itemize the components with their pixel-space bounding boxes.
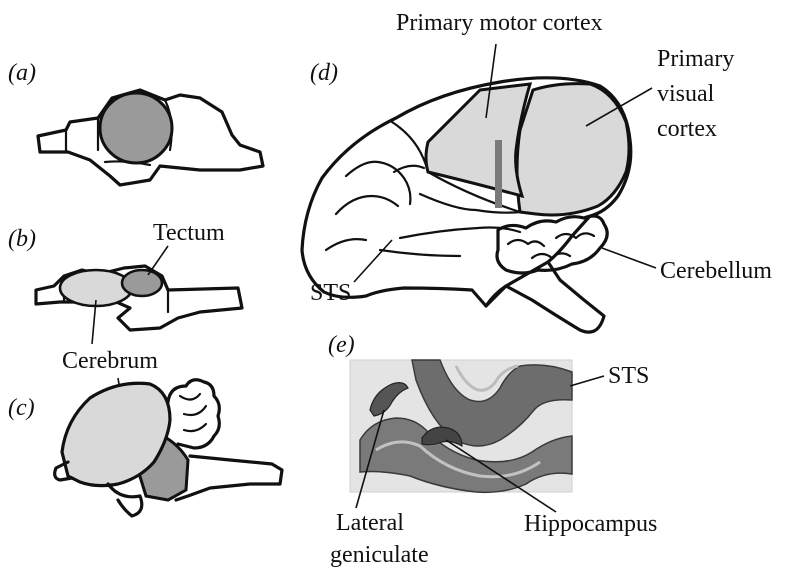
panel-d-label: (d) bbox=[310, 60, 338, 86]
panel-c-folia-1 bbox=[180, 394, 200, 400]
panel-b-tectum bbox=[122, 270, 162, 296]
motor-cortex-marker-bar bbox=[495, 140, 502, 208]
sts-label-d: STS bbox=[310, 280, 351, 306]
panel-c-brainstem bbox=[176, 456, 282, 500]
panel-c-folia-3 bbox=[184, 424, 206, 431]
panel-c-label: (c) bbox=[8, 395, 35, 421]
sts-label-e: STS bbox=[608, 363, 649, 389]
primary-visual-cortex-region bbox=[517, 84, 629, 215]
sts-d-leader bbox=[354, 240, 392, 282]
hippocampus-label: Hippocampus bbox=[524, 511, 657, 537]
panel-c-brain: (c) bbox=[8, 380, 282, 516]
primary-motor-cortex-label: Primary motor cortex bbox=[396, 10, 603, 36]
panel-b-label: (b) bbox=[8, 226, 36, 252]
tectum-label: Tectum bbox=[153, 220, 225, 246]
panel-d-cerebellum bbox=[497, 216, 607, 273]
sts-e-leader bbox=[570, 376, 604, 386]
panel-d-sulcus-3 bbox=[336, 196, 398, 214]
panel-a-optic-tectum bbox=[100, 93, 172, 163]
panel-d-sts-line bbox=[420, 194, 520, 213]
primary-visual-label-line3: cortex bbox=[657, 116, 717, 142]
lateral-geniculate-label-line2: geniculate bbox=[330, 542, 429, 568]
primary-visual-label-line2: visual bbox=[657, 81, 715, 107]
panel-d-folia-1 bbox=[508, 240, 544, 246]
panel-a-label: (a) bbox=[8, 60, 36, 86]
panel-c-pituitary bbox=[108, 484, 142, 516]
panel-d-temporal-line bbox=[400, 228, 520, 239]
panel-e-label: (e) bbox=[328, 332, 355, 358]
panel-d-brainstem bbox=[486, 262, 604, 332]
primary-visual-label-line1: Primary bbox=[657, 46, 734, 72]
cerebellum-leader bbox=[602, 248, 656, 268]
panel-e-histology: (e) STS Lateral geniculate Hippocampus bbox=[328, 332, 657, 568]
panel-c-folia-2 bbox=[184, 406, 206, 415]
panel-d-sulcus-1 bbox=[392, 122, 428, 172]
panel-a-brain: (a) bbox=[8, 60, 263, 185]
panel-d-sulcus-4 bbox=[326, 239, 366, 250]
cerebrum-label: Cerebrum bbox=[62, 348, 158, 374]
tectum-leader-line bbox=[148, 246, 168, 275]
cerebellum-label: Cerebellum bbox=[660, 258, 772, 284]
panel-d-temporal-line-2 bbox=[380, 250, 460, 256]
panel-d-brain: (d) Primary motor cortex Primary visual bbox=[302, 10, 772, 332]
panel-b-brain: (b) Tectum bbox=[8, 220, 242, 330]
lateral-geniculate-label-line1: Lateral bbox=[336, 510, 404, 536]
